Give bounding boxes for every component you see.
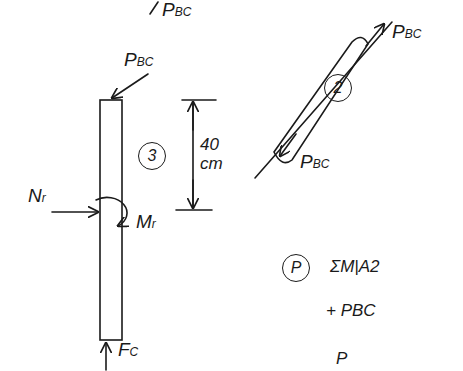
force-label: PBC <box>162 0 191 21</box>
force-label: Nr <box>28 186 46 207</box>
callout-circle: P <box>282 254 310 282</box>
callout-number: P <box>291 259 302 277</box>
force-label: PBC <box>392 22 421 43</box>
force-arrow <box>366 24 384 46</box>
dimension-label: 40 cm <box>200 136 234 173</box>
force-arrow <box>105 343 107 370</box>
equation-text: ΣM|A2 <box>330 258 380 277</box>
force-label: PBC <box>300 152 329 173</box>
member-2 <box>274 37 368 162</box>
partial-stroke <box>150 2 158 14</box>
callout-circle: 3 <box>138 142 166 170</box>
moment-label: Mr <box>136 212 156 233</box>
dimension-arrow <box>192 180 194 208</box>
line-of-action <box>255 22 392 178</box>
force-arrow <box>52 211 98 213</box>
force-label: PBC <box>124 50 153 71</box>
callout-number: 3 <box>148 147 157 165</box>
moment-arrow <box>96 197 127 226</box>
callout-circle: 2 <box>324 74 352 102</box>
force-arrow <box>280 134 296 156</box>
force-label: FC <box>118 340 138 361</box>
dimension-arrow <box>192 102 194 130</box>
equation-text: + PBC <box>326 302 376 321</box>
equation-text: P <box>336 350 347 369</box>
member-3 <box>100 100 122 340</box>
callout-number: 2 <box>334 79 343 97</box>
force-arrow <box>112 74 148 98</box>
